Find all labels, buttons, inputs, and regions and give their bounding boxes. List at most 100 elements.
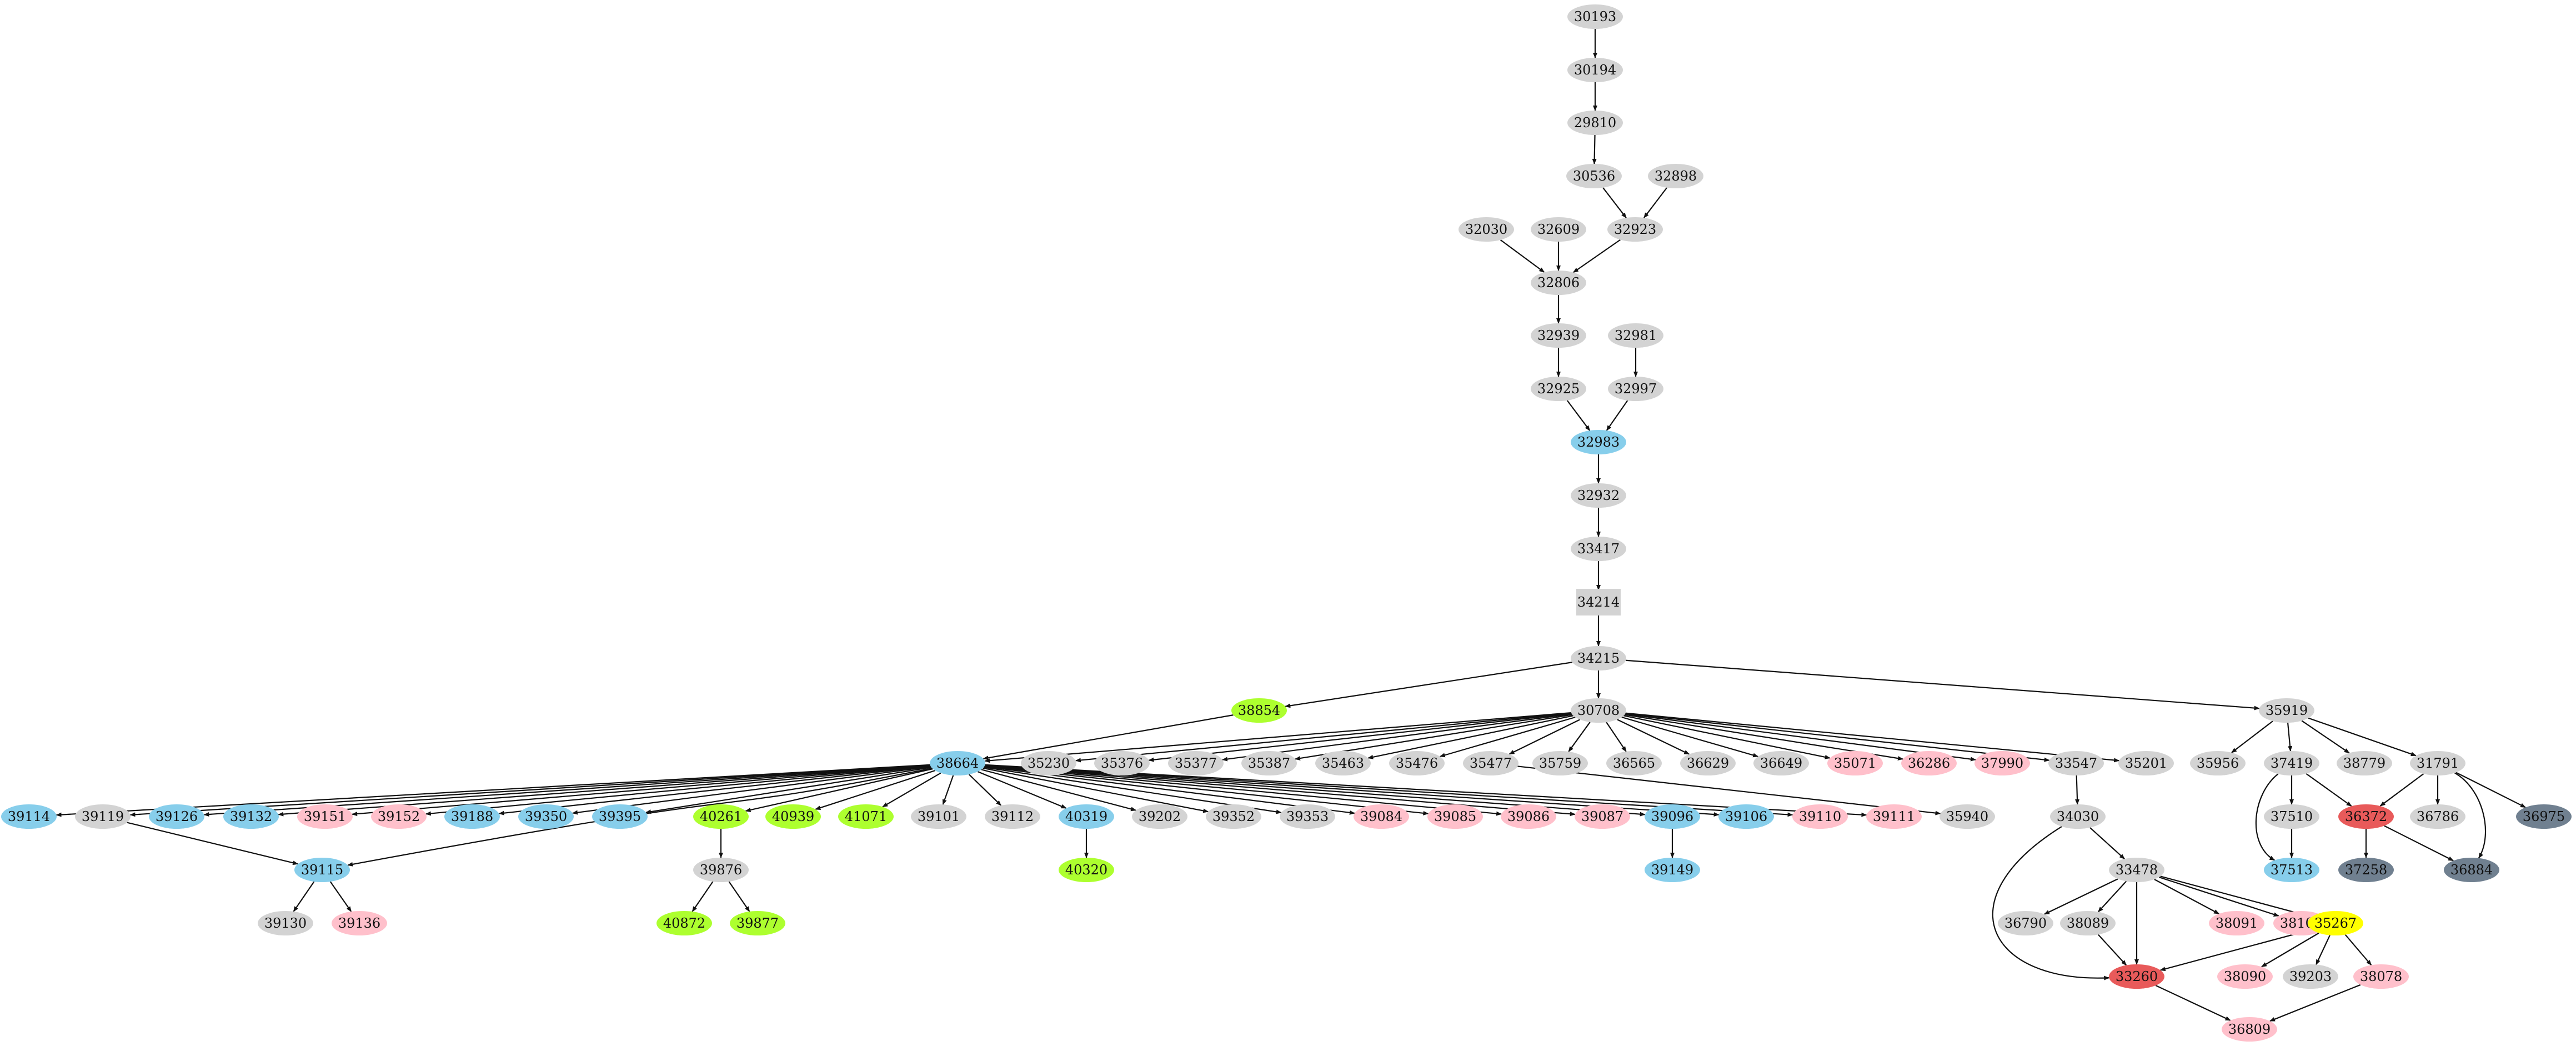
node-31791[interactable]: 31791 (2410, 751, 2465, 775)
node-32983[interactable]: 32983 (1571, 430, 1626, 454)
edge-38664-39152 (425, 765, 931, 816)
node-39152[interactable]: 39152 (371, 804, 427, 829)
node-35463[interactable]: 35463 (1315, 751, 1371, 775)
node-32609[interactable]: 32609 (1531, 217, 1586, 242)
node-39085[interactable]: 39085 (1427, 804, 1483, 829)
node-30708[interactable]: 30708 (1571, 698, 1626, 723)
node-33547[interactable]: 33547 (2048, 751, 2104, 775)
node-34215[interactable]: 34215 (1571, 646, 1626, 670)
node-33417[interactable]: 33417 (1571, 537, 1626, 561)
edge-33260-36809 (2155, 985, 2231, 1021)
node-39112[interactable]: 39112 (985, 804, 1040, 829)
node-32981[interactable]: 32981 (1608, 323, 1663, 348)
node-36786[interactable]: 36786 (2410, 804, 2465, 829)
node-38779[interactable]: 38779 (2337, 751, 2392, 775)
node-35476[interactable]: 35476 (1389, 751, 1445, 775)
node-35759[interactable]: 35759 (1532, 751, 1588, 775)
node-38090[interactable]: 38090 (2217, 964, 2273, 989)
node-35377[interactable]: 35377 (1168, 751, 1224, 775)
node-37419[interactable]: 37419 (2264, 751, 2319, 775)
node-38091[interactable]: 38091 (2209, 911, 2264, 935)
node-34030[interactable]: 34030 (2050, 804, 2106, 829)
node-36809[interactable]: 36809 (2222, 1017, 2277, 1042)
node-36649[interactable]: 36649 (1753, 751, 1809, 775)
node-39110[interactable]: 39110 (1792, 804, 1848, 829)
node-32997[interactable]: 32997 (1608, 377, 1663, 401)
node-39086[interactable]: 39086 (1501, 804, 1556, 829)
node-35387[interactable]: 35387 (1241, 751, 1297, 775)
node-32030[interactable]: 32030 (1459, 217, 1514, 242)
node-36629[interactable]: 36629 (1680, 751, 1736, 775)
node-32939[interactable]: 32939 (1531, 323, 1586, 348)
node-34214[interactable]: 34214 (1576, 589, 1621, 615)
node-39353[interactable]: 39353 (1280, 804, 1335, 829)
node-35919[interactable]: 35919 (2259, 698, 2314, 723)
node-32923[interactable]: 32923 (1607, 217, 1663, 242)
node-39119[interactable]: 39119 (75, 804, 131, 829)
node-39202[interactable]: 39202 (1132, 804, 1187, 829)
node-39203[interactable]: 39203 (2283, 964, 2338, 989)
node-36372[interactable]: 36372 (2338, 804, 2394, 829)
node-36565[interactable]: 36565 (1606, 751, 1662, 775)
node-36884[interactable]: 36884 (2444, 858, 2499, 882)
node-40939[interactable]: 40939 (765, 804, 821, 829)
node-35477[interactable]: 35477 (1463, 751, 1518, 775)
node-36790[interactable]: 36790 (1998, 911, 2053, 935)
node-41071[interactable]: 41071 (838, 804, 894, 829)
node-32932[interactable]: 32932 (1571, 483, 1626, 508)
node-39877[interactable]: 39877 (730, 911, 785, 935)
node-38078[interactable]: 38078 (2353, 964, 2409, 989)
node-37513[interactable]: 37513 (2264, 858, 2319, 882)
node-35940[interactable]: 35940 (1939, 804, 1995, 829)
node-30536[interactable]: 30536 (1566, 164, 1622, 188)
node-39096[interactable]: 39096 (1645, 804, 1700, 829)
node-37258[interactable]: 37258 (2338, 858, 2394, 882)
node-39132[interactable]: 39132 (223, 804, 279, 829)
node-35376[interactable]: 35376 (1094, 751, 1150, 775)
node-40872[interactable]: 40872 (656, 911, 712, 935)
node-39350[interactable]: 39350 (518, 804, 574, 829)
node-37510[interactable]: 37510 (2264, 804, 2319, 829)
node-36975[interactable]: 36975 (2516, 804, 2572, 829)
node-39084[interactable]: 39084 (1354, 804, 1409, 829)
edge-30708-36649 (1621, 717, 1759, 758)
node-39876[interactable]: 39876 (693, 858, 749, 882)
node-39114[interactable]: 39114 (1, 804, 57, 829)
node-35267[interactable]: 35267 (2308, 911, 2363, 935)
node-37990[interactable]: 37990 (1974, 751, 2030, 775)
node-38854[interactable]: 38854 (1231, 698, 1287, 723)
node-39111[interactable]: 39111 (1866, 804, 1922, 829)
node-35071[interactable]: 35071 (1827, 751, 1883, 775)
node-29810[interactable]: 29810 (1567, 111, 1623, 135)
node-32925[interactable]: 32925 (1531, 377, 1586, 401)
node-39149[interactable]: 39149 (1645, 858, 1700, 882)
node-35230[interactable]: 35230 (1021, 751, 1076, 775)
node-32898[interactable]: 32898 (1648, 164, 1703, 188)
node-39101[interactable]: 39101 (911, 804, 966, 829)
node-35956[interactable]: 35956 (2190, 751, 2246, 775)
node-33478[interactable]: 33478 (2109, 858, 2164, 882)
node-38089[interactable]: 38089 (2060, 911, 2116, 935)
node-39136[interactable]: 39136 (332, 911, 387, 935)
node-39352[interactable]: 39352 (1206, 804, 1261, 829)
node-30194[interactable]: 30194 (1567, 58, 1623, 82)
node-39188[interactable]: 39188 (444, 804, 500, 829)
node-39126[interactable]: 39126 (149, 804, 204, 829)
node-39395[interactable]: 39395 (592, 804, 648, 829)
edge-39876-39877 (728, 881, 750, 912)
node-40261[interactable]: 40261 (693, 804, 749, 829)
node-39115[interactable]: 39115 (294, 858, 350, 882)
node-shape-30536 (1566, 164, 1622, 188)
node-30193[interactable]: 30193 (1567, 4, 1623, 29)
node-40320[interactable]: 40320 (1059, 858, 1114, 882)
node-39151[interactable]: 39151 (297, 804, 353, 829)
node-40319[interactable]: 40319 (1059, 804, 1114, 829)
node-36286[interactable]: 36286 (1901, 751, 1957, 775)
node-32806[interactable]: 32806 (1531, 271, 1586, 295)
node-38664[interactable]: 38664 (930, 751, 985, 775)
node-39106[interactable]: 39106 (1718, 804, 1774, 829)
node-33260[interactable]: 33260 (2109, 964, 2164, 989)
node-39130[interactable]: 39130 (258, 911, 313, 935)
node-35201[interactable]: 35201 (2118, 751, 2174, 775)
node-39087[interactable]: 39087 (1575, 804, 1630, 829)
